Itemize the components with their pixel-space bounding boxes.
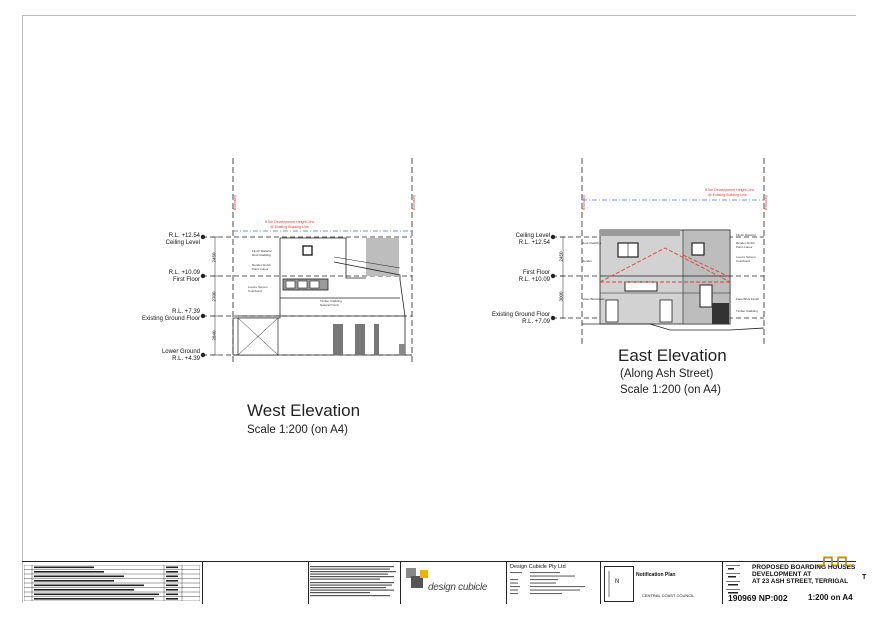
svg-text:8.5m Development Height Line: 8.5m Development Height Line — [265, 220, 314, 224]
project-title-line-1: PROPOSED BOARDING HOUSES — [752, 564, 856, 571]
east-level-2-name: First Floor — [523, 270, 550, 276]
svg-text:Finish Material: Finish Material — [736, 233, 756, 237]
west-dim-2: 2700 — [211, 291, 217, 302]
svg-text:Natural Finish: Natural Finish — [320, 303, 339, 307]
east-dim-1: 2450 — [558, 251, 564, 262]
council-name: CENTRAL COAST COUNCIL — [642, 593, 695, 598]
east-level-3-rl: R.L. +7.09 — [522, 318, 550, 325]
sheet-border-left — [22, 15, 23, 603]
svg-text:8.5m Development Height Line: 8.5m Development Height Line — [705, 188, 754, 192]
svg-text:Glass Balustrade: Glass Balustrade — [582, 297, 605, 301]
logo-text: design cubicle — [428, 582, 488, 593]
svg-text:Colorbond: Colorbond — [248, 289, 262, 293]
revision-letter: T — [862, 574, 867, 581]
west-level-3-rl: R.L. +7.39 — [172, 309, 200, 315]
east-elevation-title: East Elevation — [618, 346, 727, 365]
svg-text:Boundary: Boundary — [764, 195, 768, 210]
tb-divider-1 — [202, 562, 203, 604]
svg-text:Louvre Screen: Louvre Screen — [248, 285, 268, 289]
title-block: design cubicle Design Cubicle Pty Ltd N … — [22, 561, 866, 604]
tb-divider-2 — [308, 562, 309, 604]
revisions-table — [23, 564, 201, 602]
west-level-4-name: R.L. +4.39 — [172, 355, 200, 362]
east-elevation-drawing: Boundary Boundary 8.5m Development Heigh… — [550, 158, 768, 345]
svg-text:Finish Material: Finish Material — [252, 249, 272, 253]
west-dim-3: 2840 — [211, 330, 217, 341]
west-elevation-drawing: Boundary Boundary 8.5m Development Heigh… — [200, 158, 416, 365]
revision-rows — [23, 564, 201, 602]
north-arrow-icon — [608, 571, 610, 597]
west-level-2-name: First Floor — [173, 276, 200, 283]
west-level-2-rl: R.L. +10.09 — [168, 270, 200, 276]
svg-text:Render: Render — [582, 259, 592, 263]
west-level-4-rl: Lower Ground — [161, 349, 200, 355]
svg-text:Boundary: Boundary — [233, 195, 237, 210]
drawing-scale: 1:200 on A4 — [808, 593, 853, 602]
disclaimer-notes — [310, 566, 396, 597]
svg-text:Boundary: Boundary — [582, 195, 586, 210]
svg-text:Paint Colour: Paint Colour — [736, 245, 753, 249]
west-dim-1: 2450 — [211, 252, 217, 263]
east-level-1-name: Ceiling Level — [515, 233, 550, 239]
east-elevation-scale: Scale 1:200 (on A4) — [620, 384, 722, 396]
svg-text:@ Existing Building Line: @ Existing Building Line — [708, 193, 747, 197]
project-meta-labels — [726, 565, 740, 594]
west-level-3-name: Existing Ground Floor — [141, 315, 200, 322]
logo-cubes-icon — [406, 568, 428, 588]
sheet-border-top — [22, 15, 856, 16]
tb-divider-6 — [722, 562, 723, 604]
tb-divider-4 — [506, 562, 507, 604]
tb-divider-5 — [600, 562, 601, 604]
svg-text:Render Finish: Render Finish — [736, 241, 755, 245]
svg-text:@ Existing Building Line: @ Existing Building Line — [270, 225, 309, 229]
east-elevation-street: (Along Ash Street) — [620, 368, 714, 380]
north-point: N — [604, 566, 634, 602]
east-level-2-rl: R.L. +10.09 — [518, 276, 550, 283]
west-level-1-rl: R.L. +12.54 — [168, 233, 200, 239]
tb-divider-3 — [400, 562, 401, 604]
east-dim-2: 3000 — [558, 291, 564, 302]
north-label: N — [615, 579, 620, 585]
svg-text:Louvre Screen: Louvre Screen — [736, 255, 756, 259]
east-level-1-rl: R.L. +12.54 — [518, 239, 550, 246]
west-elevation-scale: Scale 1:200 (on A4) — [247, 424, 349, 436]
company-contact-details — [510, 572, 585, 595]
west-level-1-name: Ceiling Level — [165, 239, 200, 246]
project-title-line-2: DEVELOPMENT AT — [752, 571, 812, 578]
corner-mark-icon — [818, 556, 852, 567]
drawing-title: Notification Plan — [636, 572, 676, 578]
company-name: Design Cubicle Pty Ltd — [510, 564, 566, 570]
project-title-line-3: AT 23 ASH STREET, TERRIGAL — [752, 578, 849, 585]
drawing-number: 190969 NP:002 — [728, 593, 788, 603]
svg-text:Timber Cladding: Timber Cladding — [736, 309, 758, 313]
svg-text:Colorbond: Colorbond — [736, 259, 750, 263]
svg-text:Face Brick Finish: Face Brick Finish — [736, 297, 759, 301]
west-elevation-title: West Elevation — [247, 401, 361, 420]
svg-text:Roof Cladding: Roof Cladding — [582, 241, 601, 245]
svg-text:Boundary: Boundary — [412, 195, 416, 210]
east-level-3-name: Existing Ground Floor — [491, 312, 550, 318]
svg-text:Timber Cladding: Timber Cladding — [320, 299, 342, 303]
company-logo: design cubicle — [400, 564, 506, 602]
svg-text:Roof Cladding: Roof Cladding — [252, 253, 271, 257]
svg-text:Paint Colour: Paint Colour — [252, 267, 269, 271]
svg-text:Render Finish: Render Finish — [252, 263, 271, 267]
